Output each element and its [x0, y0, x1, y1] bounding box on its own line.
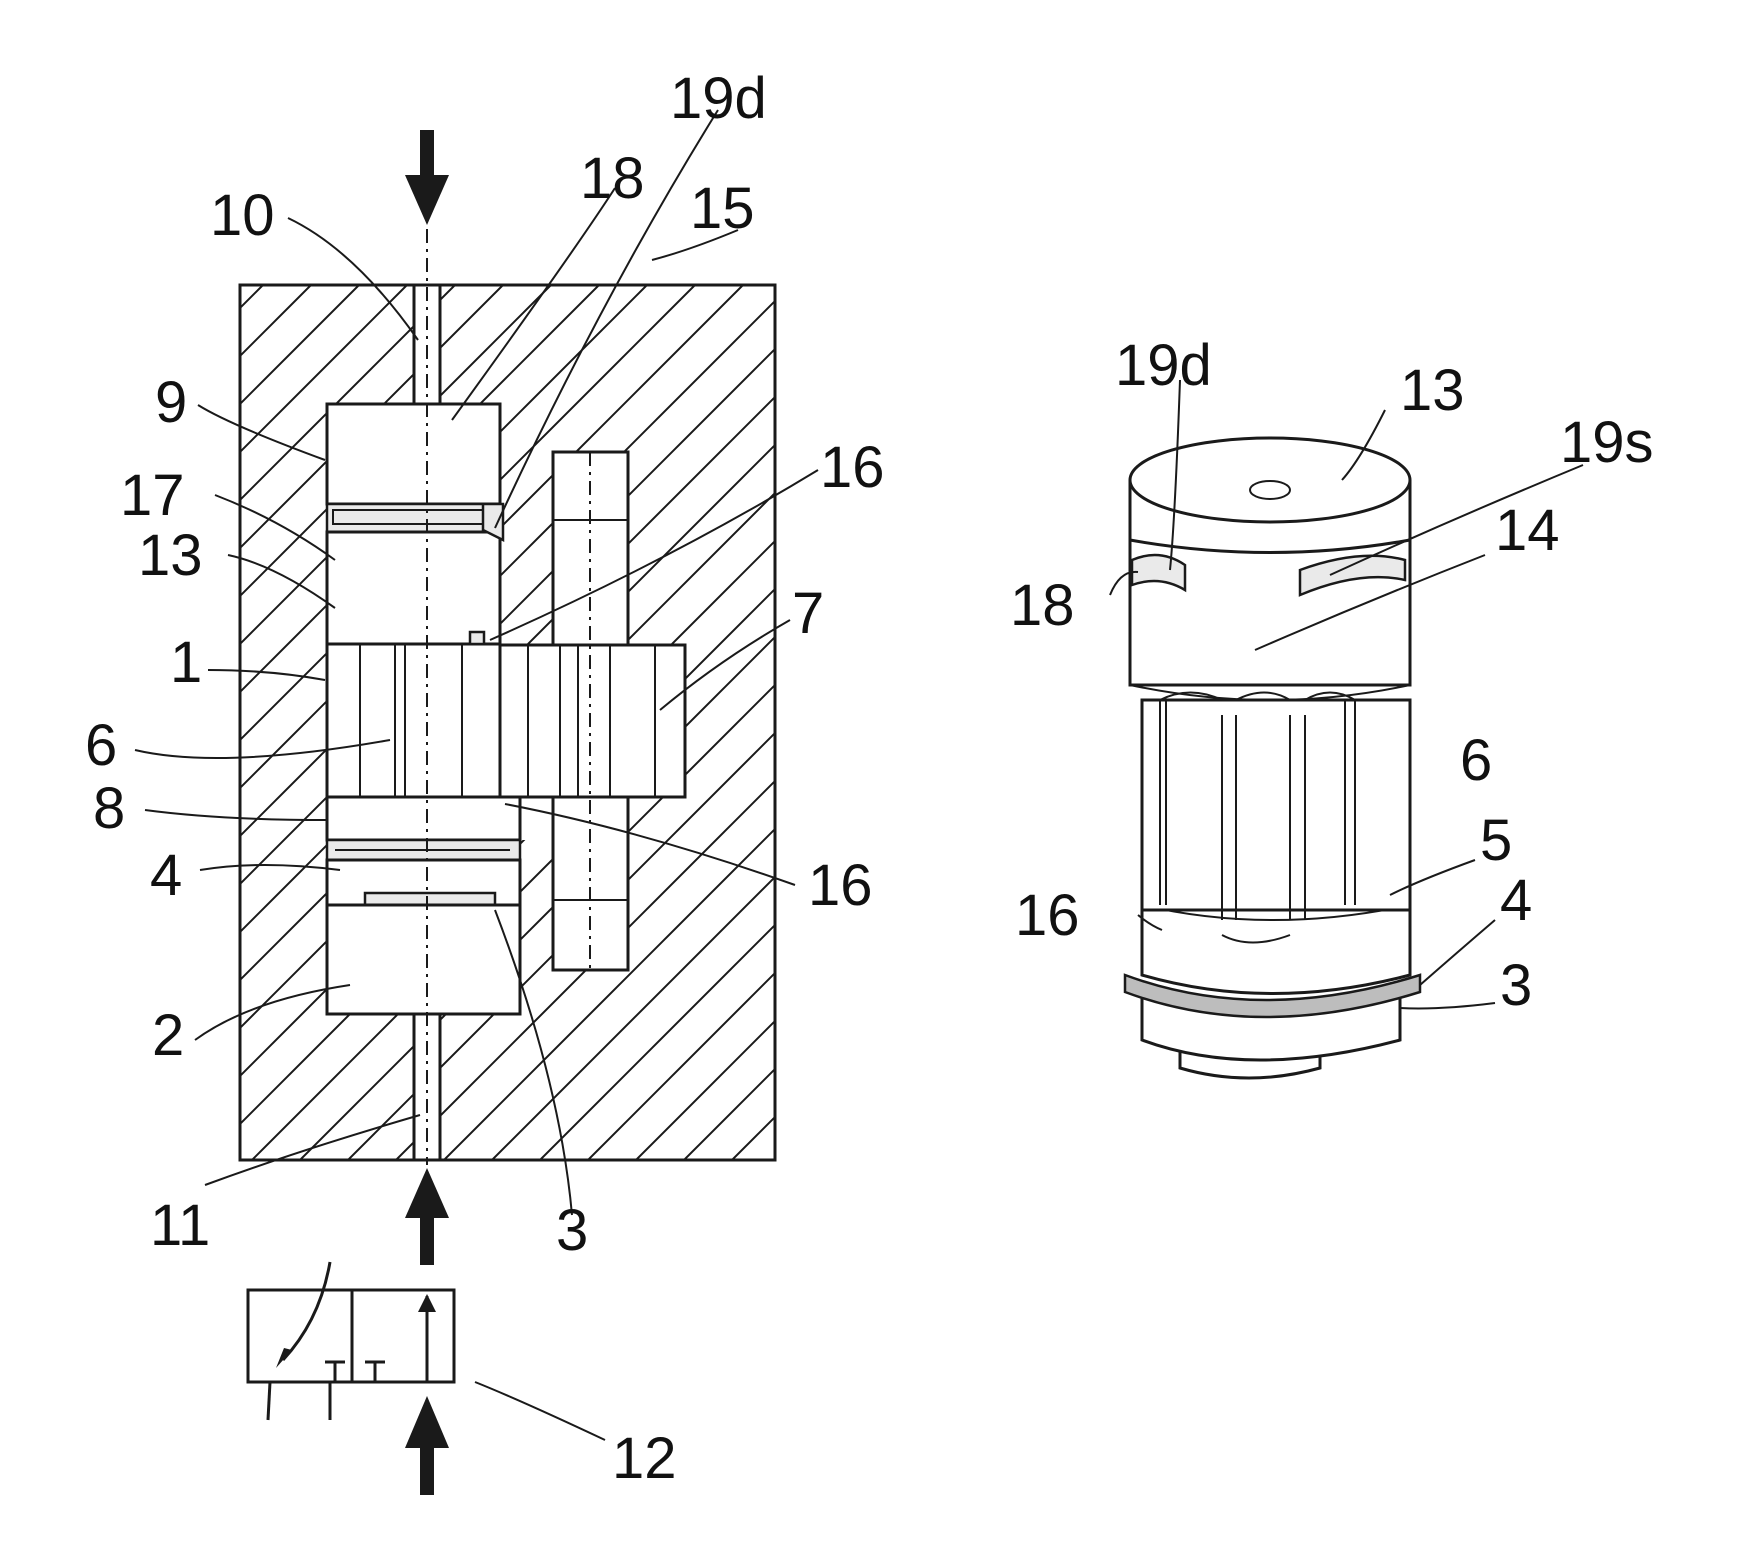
arrow-up-outlet: [405, 1168, 449, 1265]
label-r-4: 4: [1500, 868, 1532, 933]
label-1: 1: [170, 630, 202, 695]
cart-part-5: [1142, 905, 1410, 994]
label-7: 7: [792, 581, 824, 646]
label-r-19d: 19d: [1115, 333, 1212, 398]
label-6: 6: [85, 713, 117, 778]
label-18: 18: [580, 146, 645, 211]
label-19d: 19d: [670, 66, 767, 131]
cart-part-6-body: [1142, 700, 1410, 910]
label-r-13: 13: [1400, 358, 1465, 423]
arrow-down-inlet: [405, 130, 449, 225]
part-8-plate: [327, 797, 520, 840]
label-15: 15: [690, 176, 755, 241]
label-11: 11: [150, 1193, 210, 1258]
part-2-base: [327, 905, 520, 1014]
label-r-3: 3: [1500, 953, 1532, 1018]
hatch-line: [0, 285, 263, 1160]
label-9: 9: [155, 370, 187, 435]
label-r-19s: 19s: [1560, 410, 1654, 475]
valve-symbol: [248, 1262, 454, 1420]
label-16-upper: 16: [820, 435, 885, 500]
label-2: 2: [152, 1003, 184, 1068]
label-8: 8: [93, 776, 125, 841]
sectional-view: [0, 200, 1757, 1165]
label-16-lower: 16: [808, 853, 873, 918]
label-r-6: 6: [1460, 728, 1492, 793]
part-6-gear: [327, 644, 500, 797]
part-16-upper: [470, 632, 484, 644]
part-17-seal: [327, 504, 500, 532]
label-3: 3: [556, 1198, 588, 1263]
label-13: 13: [138, 523, 203, 588]
part-13-plate: [327, 532, 500, 644]
label-10: 10: [210, 183, 275, 248]
arrow-up-supply: [405, 1396, 449, 1495]
label-r-16: 16: [1015, 883, 1080, 948]
label-4: 4: [150, 843, 182, 908]
label-r-5: 5: [1480, 808, 1512, 873]
label-r-14: 14: [1495, 498, 1560, 563]
label-r-18: 18: [1010, 573, 1075, 638]
perspective-view: [1125, 438, 1420, 1078]
label-17: 17: [120, 463, 185, 528]
housing-hatching: [0, 285, 1757, 1160]
part-9-top-cover: [327, 404, 500, 504]
label-12: 12: [612, 1426, 677, 1491]
